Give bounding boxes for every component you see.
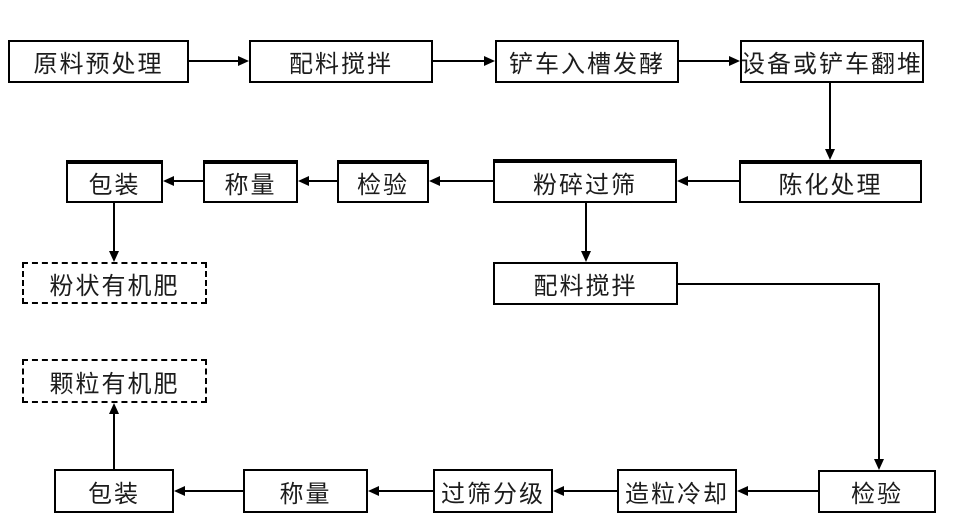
connector-packaging1-to-powder	[113, 203, 115, 251]
arrowhead-left-icon	[677, 176, 688, 186]
connector-granulation-to-sieving	[564, 490, 617, 492]
node-packaging-1: 包装	[66, 160, 163, 203]
connector-inspection2-to-granulation	[748, 490, 818, 492]
arrowhead-down-icon	[825, 149, 835, 160]
node-packaging-2: 包装	[54, 469, 174, 513]
arrowhead-right-icon	[729, 56, 740, 66]
arrowhead-down-icon	[581, 251, 591, 262]
arrowhead-left-icon	[429, 176, 440, 186]
arrowhead-right-icon	[484, 56, 495, 66]
arrowhead-left-icon	[553, 486, 564, 496]
connector-aging-to-crushing	[688, 180, 739, 182]
connector-fermentation-to-turning	[679, 60, 729, 62]
node-forklift-fermentation: 铲车入槽发酵	[495, 40, 679, 83]
connector-packaging2-to-granular	[113, 413, 115, 469]
connector-inspection1-to-weighing1	[309, 180, 337, 182]
node-granulation-cooling: 造粒冷却	[617, 469, 737, 513]
connector-mixing2-elbow-vertical	[878, 283, 880, 459]
arrowhead-left-icon	[174, 486, 185, 496]
node-powder-organic-fertilizer: 粉状有机肥	[22, 262, 207, 304]
arrowhead-up-icon	[109, 403, 119, 414]
connector-crushing-to-inspection1	[440, 180, 493, 182]
node-granular-organic-fertilizer: 颗粒有机肥	[22, 359, 207, 403]
node-weighing-1: 称量	[203, 160, 298, 203]
connector-weighing2-to-packaging2	[185, 490, 243, 492]
node-crushing-sieving: 粉碎过筛	[493, 159, 677, 203]
node-mixing-1: 配料搅拌	[249, 40, 433, 83]
node-aging: 陈化处理	[739, 160, 922, 203]
arrowhead-left-icon	[163, 176, 174, 186]
connector-weighing1-to-packaging1	[174, 180, 203, 182]
node-inspection-2: 检验	[818, 470, 936, 513]
node-mixing-2: 配料搅拌	[493, 262, 678, 305]
connector-crushing-to-mixing2	[585, 203, 587, 251]
node-raw-pretreatment: 原料预处理	[8, 40, 189, 83]
arrowhead-left-icon	[737, 486, 748, 496]
arrowhead-right-icon	[238, 56, 249, 66]
connector-mixing2-elbow-horizontal	[678, 283, 880, 285]
arrowhead-left-icon	[368, 486, 379, 496]
node-inspection-1: 检验	[337, 160, 429, 203]
arrowhead-down-icon	[874, 459, 884, 470]
connector-raw-to-mixing	[189, 60, 239, 62]
node-weighing-2: 称量	[243, 469, 368, 513]
node-turning-pile: 设备或铲车翻堆	[740, 40, 924, 83]
arrowhead-down-icon	[109, 251, 119, 262]
connector-turning-to-aging	[829, 83, 831, 150]
connector-sieving-to-weighing2	[379, 490, 433, 492]
connector-mixing-to-fermentation	[433, 60, 484, 62]
arrowhead-left-icon	[298, 176, 309, 186]
node-sieving-grading: 过筛分级	[433, 469, 553, 513]
